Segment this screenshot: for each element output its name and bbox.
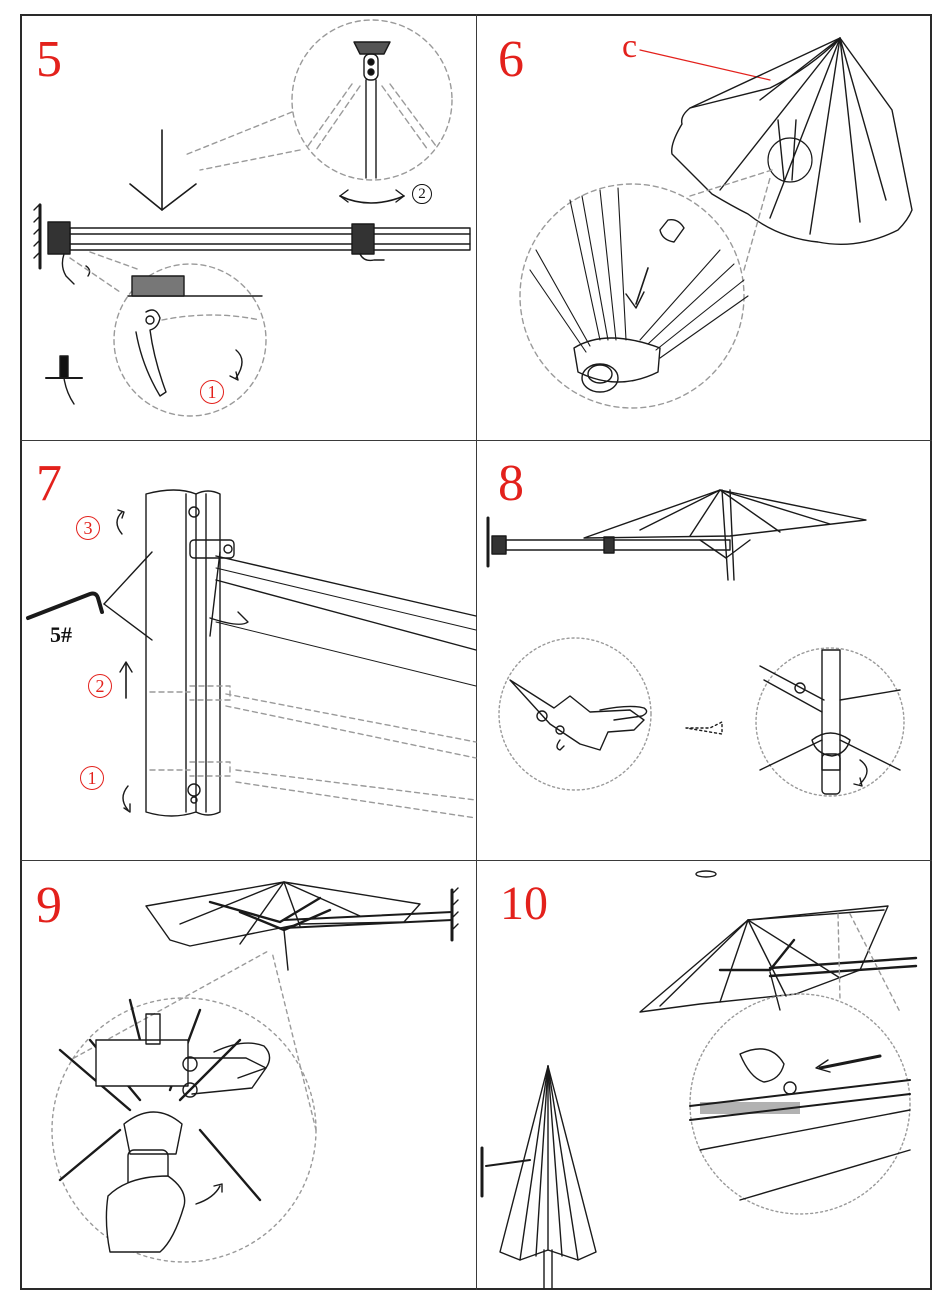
row-divider-2 [20, 860, 932, 861]
step-number-9: 9 [36, 877, 62, 934]
marker-1: 1 [200, 380, 224, 404]
panel-5-illustration [33, 19, 471, 417]
panel-10-illustration [480, 870, 918, 1289]
marker-2: 2 [412, 184, 432, 204]
step-number-5: 5 [36, 31, 62, 88]
marker-3: 3 [76, 516, 100, 540]
column-divider [476, 14, 477, 1290]
panel-9-illustration [51, 881, 459, 1263]
step-number-8: 8 [498, 455, 524, 512]
step-number-6: 6 [498, 31, 524, 88]
step-number-10: 10 [500, 877, 548, 930]
panel-7-illustration [26, 489, 477, 819]
panel-8-illustration [486, 489, 905, 797]
row-divider-1 [20, 440, 932, 441]
panel-6-illustration [519, 37, 913, 409]
step-number-7: 7 [36, 455, 62, 512]
hex-key-size-label: 5# [50, 622, 72, 647]
part-label-c: c [622, 28, 638, 65]
marker-1: 1 [80, 766, 104, 790]
marker-2: 2 [88, 674, 112, 698]
